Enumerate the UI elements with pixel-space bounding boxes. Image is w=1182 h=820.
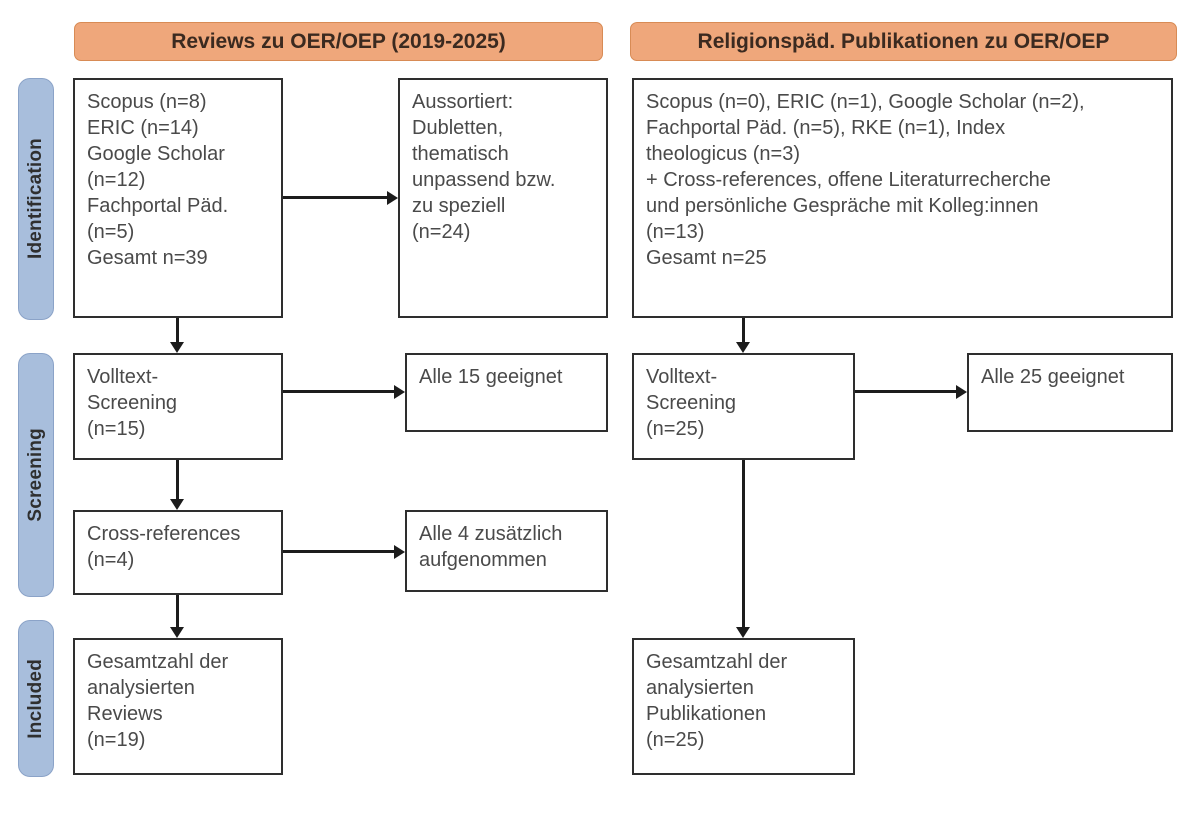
- connector-right-fulltext-to-result: [855, 390, 956, 393]
- box-left-identification-sources-text: Scopus (n=8) ERIC (n=14) Google Scholar …: [87, 91, 229, 269]
- column-header-publications-label: Religionspäd. Publikationen zu OER/OEP: [697, 29, 1110, 53]
- box-right-fulltext-result: Alle 25 geeignet: [967, 353, 1173, 432]
- column-header-publications: Religionspäd. Publikationen zu OER/OEP: [630, 22, 1177, 61]
- arrow-left-fulltext-to-result: [394, 385, 405, 399]
- arrow-left-sources-to-fulltext: [170, 342, 184, 353]
- box-right-identification-sources-text: Scopus (n=0), ERIC (n=1), Google Scholar…: [646, 91, 1085, 269]
- box-left-excluded-text: Aussortiert: Dubletten, thematisch unpas…: [412, 91, 556, 243]
- box-left-identification-sources: Scopus (n=8) ERIC (n=14) Google Scholar …: [73, 78, 283, 318]
- box-left-fulltext-result-text: Alle 15 geeignet: [419, 366, 563, 388]
- box-right-included-total: Gesamtzahl der analysierten Publikatione…: [632, 638, 855, 775]
- box-right-fulltext-screening-text: Volltext- Screening (n=25): [646, 366, 737, 440]
- box-left-included-total: Gesamtzahl der analysierten Reviews (n=1…: [73, 638, 283, 775]
- connector-left-sources-to-fulltext: [176, 318, 179, 342]
- connector-right-fulltext-to-included: [742, 460, 745, 627]
- box-left-crossreferences-result-text: Alle 4 zusätzlich aufgenommen: [419, 523, 563, 571]
- stage-label-screening: Screening: [25, 428, 46, 522]
- box-left-fulltext-result: Alle 15 geeignet: [405, 353, 608, 432]
- box-left-included-total-text: Gesamtzahl der analysierten Reviews (n=1…: [87, 651, 229, 751]
- connector-left-crossrefs-to-included: [176, 595, 179, 627]
- arrow-left-crossrefs-to-result: [394, 545, 405, 559]
- box-right-included-total-text: Gesamtzahl der analysierten Publikatione…: [646, 651, 788, 751]
- stage-label-included: Included: [25, 658, 46, 739]
- arrow-left-fulltext-to-crossrefs: [170, 499, 184, 510]
- stage-pill-included: Included: [18, 620, 54, 777]
- stage-pill-identification: Identification: [18, 78, 54, 320]
- arrow-left-sources-to-excluded: [387, 191, 398, 205]
- stage-label-identification: Identification: [25, 138, 46, 260]
- box-left-excluded: Aussortiert: Dubletten, thematisch unpas…: [398, 78, 608, 318]
- box-left-crossreferences-text: Cross-references (n=4): [87, 523, 241, 571]
- arrow-left-crossrefs-to-included: [170, 627, 184, 638]
- arrow-right-fulltext-to-included: [736, 627, 750, 638]
- connector-left-sources-to-excluded: [283, 196, 387, 199]
- box-left-fulltext-screening: Volltext- Screening (n=15): [73, 353, 283, 460]
- connector-left-crossrefs-to-result: [283, 550, 394, 553]
- arrow-right-fulltext-to-result: [956, 385, 967, 399]
- connector-left-fulltext-to-result: [283, 390, 394, 393]
- connector-left-fulltext-to-crossrefs: [176, 460, 179, 499]
- box-left-fulltext-screening-text: Volltext- Screening (n=15): [87, 366, 178, 440]
- box-left-crossreferences: Cross-references (n=4): [73, 510, 283, 595]
- box-left-crossreferences-result: Alle 4 zusätzlich aufgenommen: [405, 510, 608, 592]
- connector-right-sources-to-fulltext: [742, 318, 745, 342]
- box-right-fulltext-result-text: Alle 25 geeignet: [981, 366, 1125, 388]
- box-right-fulltext-screening: Volltext- Screening (n=25): [632, 353, 855, 460]
- stage-pill-screening: Screening: [18, 353, 54, 597]
- box-right-identification-sources: Scopus (n=0), ERIC (n=1), Google Scholar…: [632, 78, 1173, 318]
- column-header-reviews: Reviews zu OER/OEP (2019-2025): [74, 22, 603, 61]
- column-header-reviews-label: Reviews zu OER/OEP (2019-2025): [171, 29, 506, 53]
- arrow-right-sources-to-fulltext: [736, 342, 750, 353]
